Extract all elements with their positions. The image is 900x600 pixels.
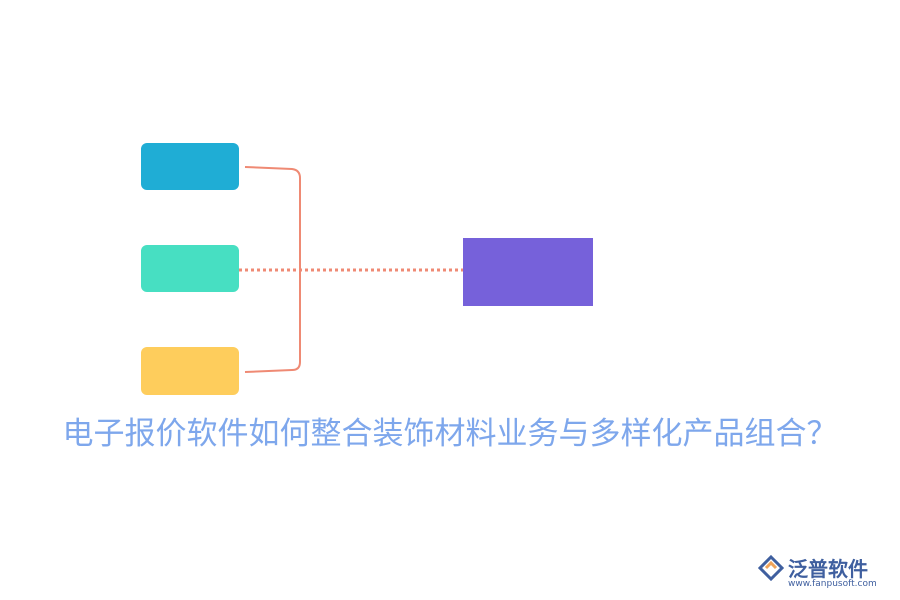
logo-name: 泛普软件 xyxy=(788,557,868,581)
diagram-target-box xyxy=(463,238,593,306)
diagram-box-bottom xyxy=(141,347,239,395)
page-title: 电子报价软件如何整合装饰材料业务与多样化产品组合？ xyxy=(62,416,838,452)
logo-url: www.fanpusoft.com xyxy=(788,579,877,589)
diagram-box-top xyxy=(141,143,239,190)
diagram-box-middle xyxy=(141,245,239,292)
brand-logo: 泛普软件 www.fanpusoft.com xyxy=(758,553,888,593)
fanpu-logo-icon xyxy=(758,555,784,581)
